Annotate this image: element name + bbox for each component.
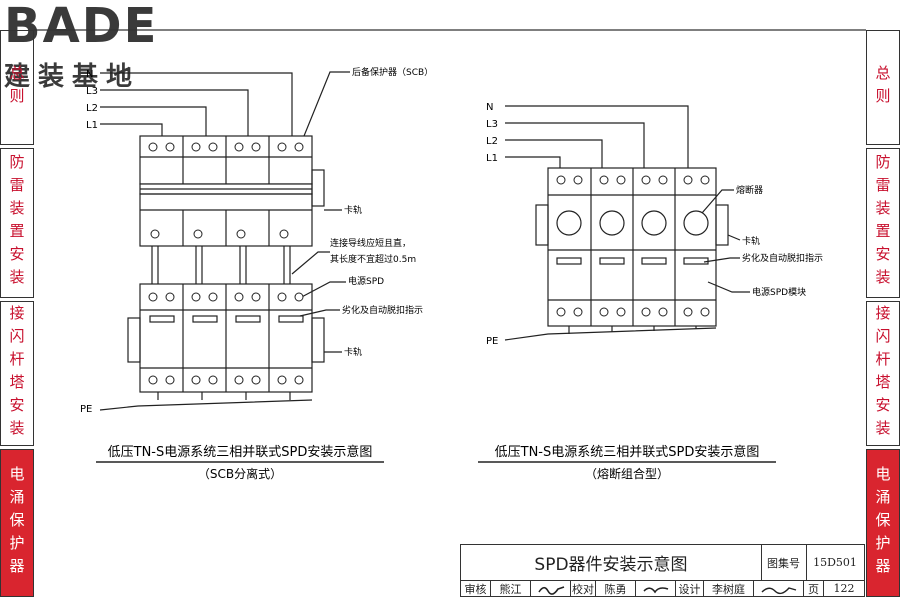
page-number: 122	[833, 582, 855, 595]
logo-brand: BADE	[4, 0, 159, 54]
left-caption: 低压TN-S电源系统三相并联式SPD安装示意图	[108, 444, 373, 460]
sidebar-label: 防雷装置安装	[7, 154, 26, 292]
designer-name: 李树庭	[704, 580, 754, 597]
left-rail-callout: 卡轨	[344, 204, 362, 216]
logo: BADE 建装基地	[4, 2, 158, 93]
right-indicator-callout: 劣化及自动脱扣指示	[742, 252, 823, 264]
right-caption: 低压TN-S电源系统三相并联式SPD安装示意图	[495, 444, 760, 460]
reviewer-signature	[531, 580, 571, 597]
right-line-l2: L2	[486, 136, 498, 147]
drawing-title: SPD器件安装示意图	[461, 545, 762, 580]
design-label: 设计	[676, 580, 704, 597]
reviewer-name: 熊江	[491, 580, 531, 597]
left-wire-note-2: 其长度不宜超过0.5m	[330, 253, 416, 265]
left-line-l1: L1	[86, 120, 98, 131]
sidebar-label: 接闪杆塔安装	[7, 304, 26, 443]
left-screws	[148, 142, 304, 385]
check-label: 校对	[571, 580, 596, 597]
review-label: 审核	[461, 580, 491, 597]
sidebar-left-lightning[interactable]: 防雷装置安装	[0, 148, 34, 298]
sidebar-label: 电涌保护器	[7, 465, 26, 581]
left-diagram	[96, 71, 384, 463]
sidebar-label: 防雷装置安装	[873, 154, 892, 292]
atlas-label: 图集号	[761, 545, 807, 580]
title-block: SPD器件安装示意图 图集号 15D501 审核 熊江 校对 陈勇 设计 李树庭…	[460, 544, 865, 597]
right-line-l3: L3	[486, 119, 498, 130]
page-label: 页	[804, 580, 824, 597]
sidebar-left-general[interactable]: 总则	[0, 30, 34, 145]
sidebar-label: 接闪杆塔安装	[873, 304, 892, 443]
left-wire-note-1: 连接导线应短且直，	[330, 237, 411, 249]
right-line-n: N	[486, 102, 493, 113]
left-line-l3: L3	[86, 86, 98, 97]
sidebar-label: 总则	[873, 64, 892, 111]
designer-signature	[754, 580, 804, 597]
left-subcaption: （SCB分离式）	[198, 466, 282, 481]
left-line-n: N	[86, 69, 93, 80]
left-scb-callout: 后备保护器（SCB）	[352, 66, 433, 78]
right-pe-label: PE	[486, 336, 498, 347]
right-fuse-callout: 熔断器	[736, 184, 763, 196]
sidebar-left-tower[interactable]: 接闪杆塔安装	[0, 301, 34, 446]
left-line-l2: L2	[86, 103, 98, 114]
right-line-l1: L1	[486, 153, 498, 164]
checker-name: 陈勇	[596, 580, 636, 597]
logo-sub: 建装基地	[4, 62, 141, 92]
left-pe-label: PE	[80, 404, 92, 415]
sidebar-label: 总则	[7, 64, 26, 111]
right-subcaption: （熔断组合型）	[585, 466, 669, 481]
atlas-number: 15D501	[813, 556, 857, 569]
left-spd-callout: 电源SPD	[348, 275, 384, 287]
sidebar-left-surge[interactable]: 电涌保护器	[0, 449, 34, 597]
left-indicator-callout: 劣化及自动脱扣指示	[342, 304, 423, 316]
right-module-callout: 电源SPD模块	[752, 286, 806, 298]
sidebar-label: 电涌保护器	[873, 465, 892, 581]
left-rail2-callout: 卡轨	[344, 346, 362, 358]
right-diagram	[478, 105, 776, 463]
checker-signature	[636, 580, 676, 597]
right-rail-callout: 卡轨	[742, 235, 760, 247]
right-screws	[556, 175, 710, 317]
